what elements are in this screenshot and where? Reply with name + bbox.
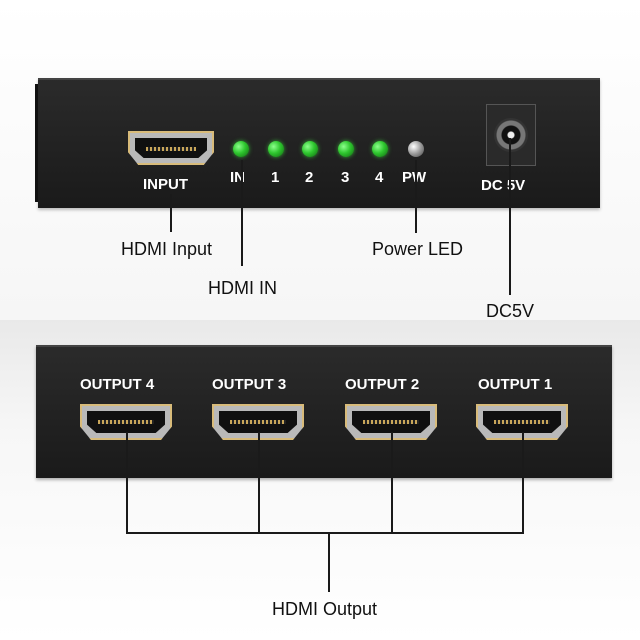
output-4-connector-line [126, 432, 128, 534]
hdmi-in-callout: HDMI IN [208, 278, 277, 298]
led-power-icon [408, 141, 424, 157]
dc-jack-label: DC 5V [481, 177, 526, 194]
hdmi-input-callout: HDMI Input [121, 239, 213, 259]
output-3-connector-line [258, 432, 260, 534]
led-label-3: 3 [341, 169, 350, 186]
led-label-1: 1 [271, 169, 280, 186]
output-2-connector-line [391, 432, 393, 534]
hdmi-input-callout-line [170, 194, 172, 232]
led-label-pw: PW [402, 170, 426, 185]
dc-power-jack-icon [486, 104, 536, 166]
front-view-panel: INPUT IN 1 2 3 4 PW DC 5V HDMI Input HDM… [0, 0, 640, 320]
led-label-4: 4 [375, 169, 384, 186]
led-label-2: 2 [305, 169, 314, 186]
led-2-icon [302, 141, 318, 157]
output-1-connector-line [522, 432, 524, 534]
output-3-label: OUTPUT 3 [212, 376, 287, 393]
led-4-icon [372, 141, 388, 157]
power-led-callout-line [415, 160, 417, 233]
hdmi-output-callout-line [328, 532, 330, 592]
input-port-label: INPUT [143, 176, 188, 193]
led-3-icon [338, 141, 354, 157]
power-led-callout: Power LED [372, 239, 464, 259]
dc5v-callout: DC5V [486, 301, 535, 321]
output-2-label: OUTPUT 2 [345, 376, 420, 393]
output-4-label: OUTPUT 4 [80, 376, 155, 393]
dc5v-callout-line [509, 138, 511, 295]
hdmi-output-callout: HDMI Output [272, 599, 378, 619]
hdmi-input-port-icon [128, 131, 214, 165]
led-in-icon [233, 141, 249, 157]
output-1-label: OUTPUT 1 [478, 376, 553, 393]
back-view-panel: OUTPUT 4 OUTPUT 3 OUTPUT 2 OUTPUT 1 HDMI… [0, 320, 640, 640]
led-1-icon [268, 141, 284, 157]
hdmi-in-callout-line [241, 160, 243, 266]
output-bus-line [126, 532, 524, 534]
splitter-front-edge [35, 84, 38, 202]
